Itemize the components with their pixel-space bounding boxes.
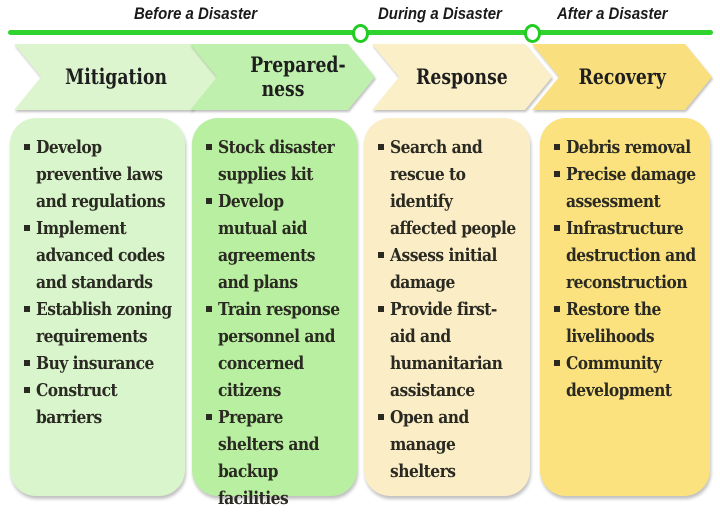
bullet-icon: [24, 144, 30, 150]
bullet-icon: [24, 225, 30, 231]
list-item: Provide first-aid and humanitarian assis…: [376, 296, 520, 404]
list-item: Develop mutual aid agreements and plans: [204, 188, 347, 296]
list-item: Establish zoning requirements: [22, 296, 175, 350]
bullet-icon: [378, 414, 384, 420]
list-item: Train response personnel and concerned c…: [204, 296, 347, 404]
bullet-icon: [378, 252, 384, 258]
list-item: Construct barriers: [22, 377, 175, 431]
chevron-arrow-icon: [14, 44, 219, 110]
list-item: Search and rescue to identify affected p…: [376, 134, 520, 242]
list-item: Debris removal: [552, 134, 700, 161]
bullet-icon: [24, 387, 30, 393]
list-item: Prepare shelters and backup facilities: [204, 404, 347, 512]
period-during-label: During a Disaster: [378, 4, 502, 23]
bullet-icon: [378, 144, 384, 150]
list-item: Community development: [552, 350, 700, 404]
chevron-arrow-icon: [372, 44, 552, 110]
chevron-mitigation: Mitigation: [14, 44, 219, 110]
list-item: Infrastructure destruction and reconstru…: [552, 215, 700, 296]
bullet-icon: [206, 144, 212, 150]
chevron-recovery: Recovery: [532, 44, 712, 110]
chevron-arrow-icon: [190, 44, 375, 110]
period-after-label: After a Disaster: [557, 4, 668, 23]
bullet-icon: [554, 360, 560, 366]
list-item: Buy insurance: [22, 350, 175, 377]
bullet-icon: [206, 198, 212, 204]
recovery-list: Debris removal Precise damage assessment…: [552, 134, 700, 404]
bullet-icon: [554, 225, 560, 231]
panel-preparedness: Stock disaster supplies kit Develop mutu…: [192, 118, 357, 509]
list-item: Precise damage assessment: [552, 161, 700, 215]
list-item: Implement advanced codes and standards: [22, 215, 175, 296]
phase-title-recovery: Recovery: [578, 64, 666, 89]
bullet-icon: [206, 306, 212, 312]
list-item: Restore the livelihoods: [552, 296, 700, 350]
list-item: Stock disaster supplies kit: [204, 134, 347, 188]
preparedness-list: Stock disaster supplies kit Develop mutu…: [204, 134, 347, 512]
list-item: Develop preventive laws and regulations: [22, 134, 175, 215]
phase-title-mitigation: Mitigation: [65, 64, 168, 89]
response-list: Search and rescue to identify affected p…: [376, 134, 520, 485]
chevron-arrow-icon: [532, 44, 712, 110]
bullet-icon: [378, 306, 384, 312]
panel-mitigation: Develop preventive laws and regulations …: [10, 118, 185, 496]
bullet-icon: [554, 306, 560, 312]
panel-response: Search and rescue to identify affected p…: [364, 118, 530, 496]
chevron-preparedness: Prepared-ness: [190, 44, 375, 110]
timeline-node-during: [352, 24, 369, 43]
list-item: Assess initial damage: [376, 242, 520, 296]
bullet-icon: [554, 144, 560, 150]
mitigation-list: Develop preventive laws and regulations …: [22, 134, 175, 431]
bullet-icon: [24, 360, 30, 366]
phase-title-response: Response: [416, 64, 508, 89]
bullet-icon: [206, 414, 212, 420]
panel-recovery: Debris removal Precise damage assessment…: [540, 118, 710, 496]
list-item: Open and manage shelters: [376, 404, 520, 485]
bullet-icon: [24, 306, 30, 312]
bullet-icon: [554, 171, 560, 177]
timeline-node-after: [524, 24, 541, 43]
chevron-response: Response: [372, 44, 552, 110]
period-before-label: Before a Disaster: [134, 4, 258, 23]
phase-title-preparedness: Prepared-ness: [249, 52, 346, 101]
